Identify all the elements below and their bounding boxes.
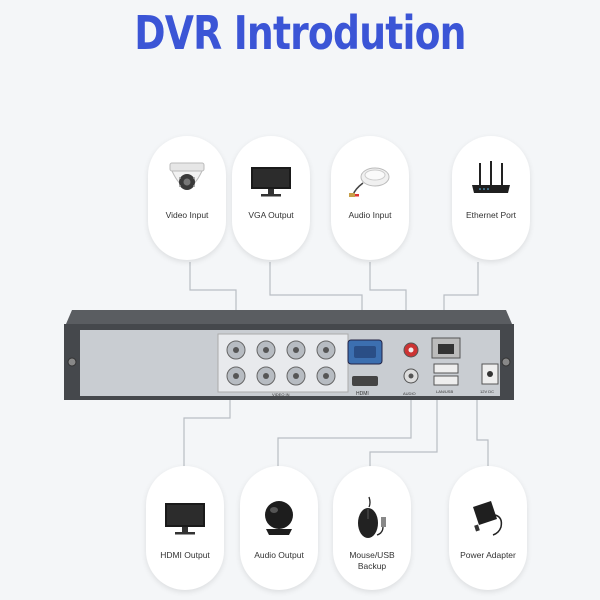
hdmi-output-label: HDMI Output bbox=[160, 550, 210, 560]
monitor-icon bbox=[241, 150, 301, 210]
speaker-icon bbox=[249, 488, 309, 548]
audio-text: AUDIO bbox=[403, 391, 416, 396]
video-input-label: Video Input bbox=[165, 210, 209, 220]
tv-icon bbox=[155, 488, 215, 548]
power-adapter-card: Power Adapter bbox=[449, 466, 527, 590]
lan-usb-text: LAN/USB bbox=[436, 389, 453, 394]
router-icon bbox=[461, 150, 521, 210]
dvr-rear-panel: VIDEO IN HDMI AUDIO LAN/USB 12V DC bbox=[62, 304, 516, 404]
hdmi-text: HDMI bbox=[356, 391, 369, 397]
audio-input-label: Audio Input bbox=[348, 210, 392, 220]
power-adapter-icon bbox=[458, 488, 518, 548]
hdmi-output-card: HDMI Output bbox=[146, 466, 224, 590]
ethernet-port-label: Ethernet Port bbox=[465, 210, 517, 220]
power-adapter-label: Power Adapter bbox=[460, 550, 516, 560]
ethernet-port-card: Ethernet Port bbox=[452, 136, 530, 260]
audio-output-label: Audio Output bbox=[254, 550, 304, 560]
mouse-usb-card: Mouse/USB Backup bbox=[333, 466, 411, 590]
video-in-text: VIDEO IN bbox=[272, 392, 290, 397]
mouse-usb-label: Mouse/USB Backup bbox=[349, 550, 395, 571]
video-input-card: Video Input bbox=[148, 136, 226, 260]
vga-output-label: VGA Output bbox=[248, 210, 294, 220]
audio-input-card: Audio Input bbox=[331, 136, 409, 260]
mouse-icon bbox=[342, 488, 402, 548]
dome-camera-icon bbox=[157, 150, 217, 210]
vga-output-card: VGA Output bbox=[232, 136, 310, 260]
dc-text: 12V DC bbox=[480, 389, 494, 394]
audio-output-card: Audio Output bbox=[240, 466, 318, 590]
microphone-icon bbox=[340, 150, 400, 210]
page-title: DVR Introdution bbox=[134, 6, 466, 60]
